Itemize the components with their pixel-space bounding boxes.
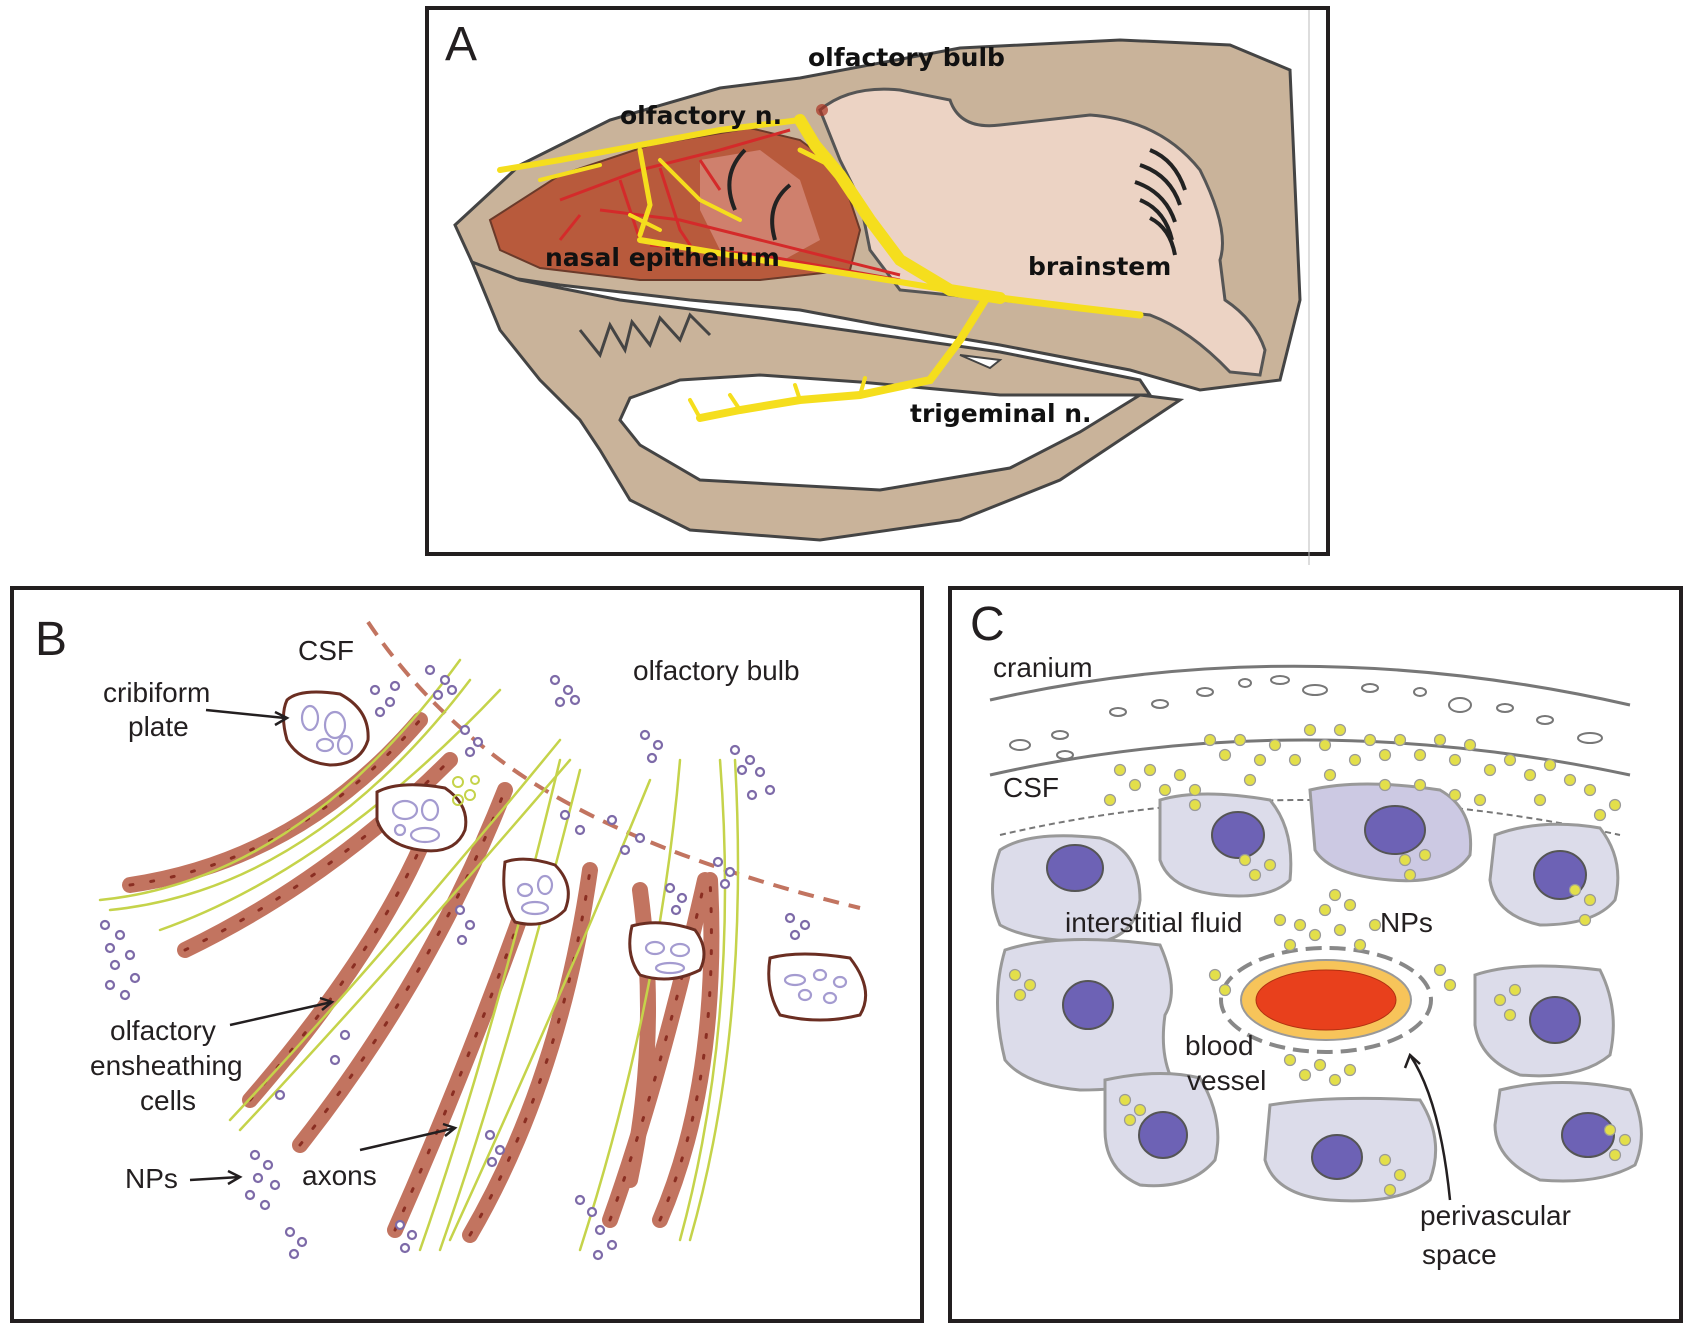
- arrows-b: [189, 708, 458, 1186]
- label-oec-1: olfactory: [110, 1015, 216, 1046]
- label-cribiform-2: plate: [128, 711, 189, 742]
- bulb-boundary: [366, 620, 861, 910]
- cerebellum: [1134, 148, 1187, 256]
- panel-c-letter: C: [970, 598, 1005, 651]
- label-oec-3: cells: [140, 1085, 196, 1116]
- label-nps-b: NPs: [125, 1163, 178, 1194]
- nuclei: [1046, 805, 1615, 1180]
- label-olfactory-nerve: olfactory n.: [620, 101, 782, 130]
- panel-a: A olfactory bulb olfactory n. nasal epit…: [425, 6, 1330, 565]
- label-oec-2: ensheathing: [90, 1050, 243, 1081]
- brain: [818, 87, 1267, 377]
- blood-vessel: [1255, 969, 1397, 1031]
- label-olfactory-bulb-a: olfactory bulb: [808, 43, 1005, 72]
- nerves-yellow: [497, 114, 1144, 422]
- label-vessel: vessel: [1187, 1065, 1266, 1096]
- label-cribiform-1: cribiform: [103, 677, 210, 708]
- label-brainstem: brainstem: [1028, 252, 1171, 281]
- panel-b: B CSF cribiform plate olfactory bulb olf…: [10, 586, 924, 1323]
- panel-c: C cranium CSF interstitial fluid NPs blo…: [948, 586, 1683, 1323]
- label-blood: blood: [1185, 1030, 1254, 1061]
- panel-b-frame: [10, 586, 924, 1323]
- label-nasal-epithelium: nasal epithelium: [545, 243, 780, 272]
- label-perivascular: perivascular: [1420, 1200, 1571, 1231]
- cranium-pores: [1009, 675, 1603, 760]
- label-csf-b: CSF: [298, 635, 354, 666]
- label-axons: axons: [302, 1160, 377, 1191]
- label-cranium: cranium: [993, 652, 1093, 683]
- label-nps-c: NPs: [1380, 907, 1433, 938]
- label-olfactory-bulb-b: olfactory bulb: [633, 655, 800, 686]
- cells: [991, 782, 1643, 1203]
- skull-lower: [469, 259, 1185, 542]
- label-space: space: [1422, 1239, 1497, 1270]
- label-csf-c: CSF: [1003, 772, 1059, 803]
- label-interstitial-fluid: interstitial fluid: [1065, 907, 1242, 938]
- label-trigeminal-nerve: trigeminal n.: [910, 399, 1092, 428]
- panel-b-letter: B: [35, 613, 67, 666]
- perivascular-space: [1219, 946, 1433, 1054]
- perivascular-arrow: [1403, 1052, 1452, 1201]
- cranium: [989, 664, 1631, 836]
- panel-a-letter: A: [445, 18, 477, 71]
